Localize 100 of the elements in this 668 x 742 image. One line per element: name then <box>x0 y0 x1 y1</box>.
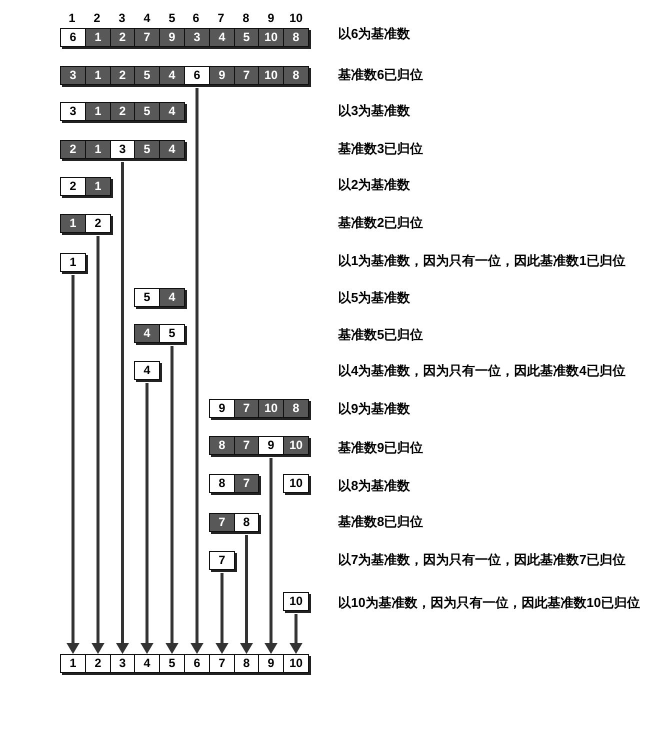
array-cell: 10 <box>258 28 284 47</box>
arrow <box>216 573 228 654</box>
array-cell: 3 <box>110 654 135 673</box>
array-cell: 1 <box>60 214 86 233</box>
step-note: 基准数9已归位 <box>338 440 424 456</box>
step-note: 以2为基准数 <box>338 177 410 193</box>
array-cell: 7 <box>234 399 259 418</box>
array-cell: 4 <box>159 140 185 159</box>
step-note: 以1为基准数，因为只有一位，因此基准数1已归位 <box>338 253 626 269</box>
array-cell: 4 <box>159 102 185 121</box>
array-cell: 4 <box>134 654 160 673</box>
step-note: 以8为基准数 <box>338 478 410 494</box>
column-number: 4 <box>142 11 152 25</box>
array-cell: 6 <box>184 654 210 673</box>
array-cell: 4 <box>159 288 185 307</box>
array-cell: 2 <box>60 177 86 196</box>
array-cell: 4 <box>134 324 160 343</box>
array-cell: 5 <box>134 66 160 85</box>
array-cell: 6 <box>184 66 210 85</box>
array-cell: 2 <box>110 28 135 47</box>
array-cell: 1 <box>60 253 86 272</box>
array-cell: 5 <box>134 140 160 159</box>
array-cell: 7 <box>134 28 160 47</box>
array-cell: 10 <box>283 474 309 493</box>
array-cell: 2 <box>110 66 135 85</box>
arrow <box>290 614 302 654</box>
array-cell: 2 <box>110 102 135 121</box>
column-number: 10 <box>288 11 304 25</box>
array-cell: 1 <box>60 654 86 673</box>
step-note: 以5为基准数 <box>338 290 410 306</box>
arrow <box>190 88 204 654</box>
step-note: 基准数6已归位 <box>338 67 424 83</box>
array-cell: 2 <box>60 140 86 159</box>
step-note: 以4为基准数，因为只有一位，因此基准数4已归位 <box>338 363 626 379</box>
array-cell: 5 <box>159 324 185 343</box>
column-number: 1 <box>68 11 76 25</box>
array-cell: 8 <box>209 474 235 493</box>
array-cell: 7 <box>234 66 259 85</box>
arrow <box>66 275 80 654</box>
column-number: 3 <box>118 11 126 25</box>
array-cell: 8 <box>283 28 309 47</box>
array-cell: 6 <box>60 28 86 47</box>
arrow <box>116 162 129 654</box>
array-cell: 9 <box>209 399 235 418</box>
column-number: 2 <box>92 11 102 25</box>
array-cell: 7 <box>209 513 235 532</box>
step-note: 基准数3已归位 <box>338 141 424 157</box>
column-number: 6 <box>192 11 200 25</box>
array-cell: 10 <box>283 436 309 455</box>
array-cell: 9 <box>258 654 284 673</box>
array-cell: 7 <box>209 654 235 673</box>
array-cell: 8 <box>283 66 309 85</box>
array-cell: 10 <box>258 399 284 418</box>
array-cell: 4 <box>159 66 185 85</box>
array-cell: 10 <box>283 592 309 611</box>
column-number: 9 <box>266 11 276 25</box>
arrow <box>166 346 178 654</box>
array-cell: 10 <box>283 654 309 673</box>
array-cell: 2 <box>85 214 111 233</box>
array-cell: 3 <box>60 66 86 85</box>
array-cell: 5 <box>134 288 160 307</box>
array-cell: 2 <box>85 654 111 673</box>
array-cell: 9 <box>258 436 284 455</box>
array-cell: 4 <box>209 28 235 47</box>
array-cell: 7 <box>234 436 259 455</box>
array-cell: 9 <box>159 28 185 47</box>
step-note: 以6为基准数 <box>338 26 410 42</box>
step-note: 基准数2已归位 <box>338 215 424 231</box>
arrow <box>140 383 154 654</box>
array-cell: 8 <box>234 513 259 532</box>
array-cell: 3 <box>184 28 210 47</box>
arrow <box>240 535 253 654</box>
array-cell: 7 <box>209 551 235 570</box>
array-cell: 8 <box>209 436 235 455</box>
array-cell: 1 <box>85 66 111 85</box>
array-cell: 3 <box>60 102 86 121</box>
step-note: 以9为基准数 <box>338 401 410 417</box>
arrow <box>264 458 278 654</box>
array-cell: 4 <box>134 361 160 380</box>
array-cell: 8 <box>283 399 309 418</box>
step-note: 以10为基准数，因为只有一位，因此基准数10已归位 <box>338 595 640 611</box>
step-note: 基准数5已归位 <box>338 327 424 343</box>
array-cell: 1 <box>85 102 111 121</box>
array-cell: 5 <box>234 28 259 47</box>
array-cell: 1 <box>85 140 111 159</box>
arrow <box>92 236 104 654</box>
step-note: 基准数8已归位 <box>338 514 424 530</box>
step-note: 以7为基准数，因为只有一位，因此基准数7已归位 <box>338 552 626 568</box>
array-cell: 1 <box>85 28 111 47</box>
array-cell: 7 <box>234 474 259 493</box>
array-cell: 9 <box>209 66 235 85</box>
array-cell: 5 <box>159 654 185 673</box>
array-cell: 3 <box>110 140 135 159</box>
step-note: 以3为基准数 <box>338 103 410 119</box>
array-cell: 1 <box>85 177 111 196</box>
array-cell: 10 <box>258 66 284 85</box>
column-number: 5 <box>168 11 176 25</box>
column-number: 8 <box>242 11 250 25</box>
column-number: 7 <box>216 11 226 25</box>
array-cell: 8 <box>234 654 259 673</box>
